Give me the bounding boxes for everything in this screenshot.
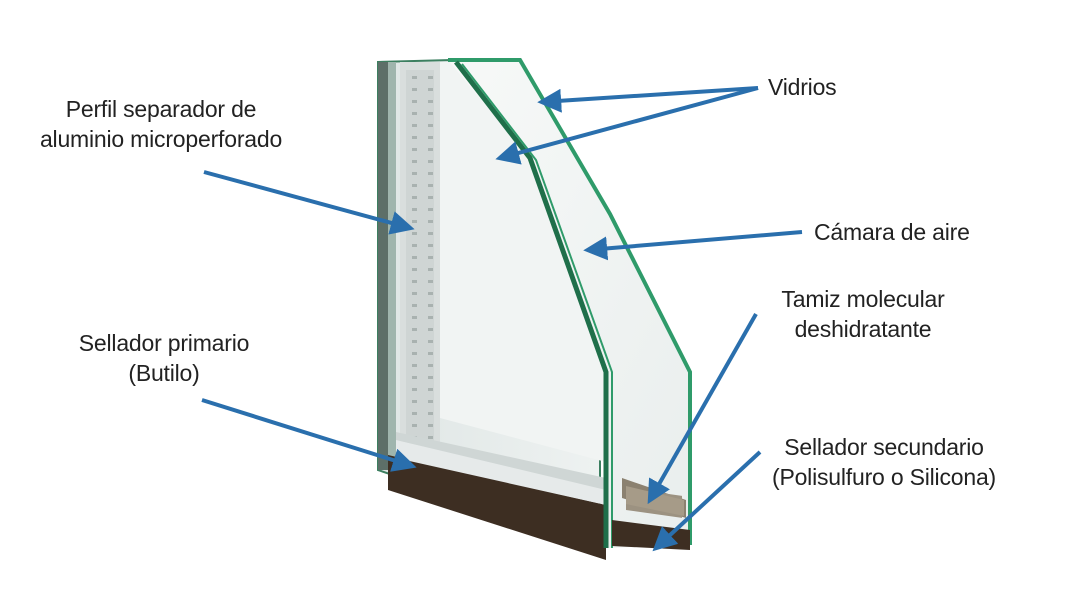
label-sellador-primario: Sellador primario (Butilo)	[78, 330, 250, 386]
perforation-hole	[412, 196, 417, 199]
perforation-hole	[428, 220, 433, 223]
perforation-hole	[412, 172, 417, 175]
label-camara-de-aire: Cámara de aire	[814, 219, 970, 245]
perforation-hole	[428, 184, 433, 187]
perforation-hole	[412, 160, 417, 163]
perforation-hole	[412, 424, 417, 427]
label-perfil-separador: Perfil separador de aluminio microperfor…	[39, 96, 283, 152]
perforation-hole	[412, 352, 417, 355]
perforation-hole	[428, 400, 433, 403]
perforation-hole	[412, 208, 417, 211]
perforation-hole	[412, 328, 417, 331]
perforation-hole	[428, 148, 433, 151]
perforation-hole	[412, 136, 417, 139]
perforation-hole	[428, 244, 433, 247]
arrow-sellador-secundario	[652, 450, 762, 552]
arrow-tamiz	[647, 313, 758, 505]
perforation-hole	[412, 184, 417, 187]
arrow-sellador-primario	[201, 398, 417, 472]
perforation-hole	[412, 400, 417, 403]
arrow-perfil	[203, 170, 415, 235]
perforation-hole	[428, 256, 433, 259]
perforation-hole	[428, 424, 433, 427]
perforation-hole	[412, 220, 417, 223]
perforation-hole	[428, 136, 433, 139]
perforation-hole	[428, 304, 433, 307]
perforation-hole	[412, 148, 417, 151]
perforation-hole	[412, 244, 417, 247]
perforation-hole	[428, 208, 433, 211]
perforation-hole	[428, 100, 433, 103]
perforation-hole	[412, 256, 417, 259]
perforation-hole	[428, 232, 433, 235]
perforation-hole	[428, 316, 433, 319]
bottom-frame	[388, 432, 606, 560]
arrow-vidrios-1	[537, 86, 759, 113]
perforation-hole	[412, 232, 417, 235]
air-chamber-surface	[440, 62, 606, 462]
perforation-hole	[428, 376, 433, 379]
perforation-hole	[412, 376, 417, 379]
perforation-hole	[428, 328, 433, 331]
perforation-hole	[412, 340, 417, 343]
perforation-hole	[412, 76, 417, 79]
perforation-hole	[428, 160, 433, 163]
arrow-camara	[583, 230, 803, 261]
perforation-hole	[428, 292, 433, 295]
callout-arrows	[201, 86, 803, 552]
perforation-hole	[412, 280, 417, 283]
perforation-hole	[412, 388, 417, 391]
perforation-hole	[428, 436, 433, 439]
perforation-hole	[428, 112, 433, 115]
label-tamiz-molecular: Tamiz molecular deshidratante	[781, 286, 945, 342]
perforation-hole	[428, 268, 433, 271]
perforation-hole	[428, 280, 433, 283]
perforation-hole	[428, 124, 433, 127]
arrow-vidrios-2	[495, 86, 759, 165]
perforation-hole	[412, 412, 417, 415]
perforation-hole	[412, 292, 417, 295]
perforation-hole	[412, 304, 417, 307]
perforation-hole	[428, 76, 433, 79]
perforation-hole	[428, 352, 433, 355]
perforation-hole	[412, 364, 417, 367]
label-vidrios: Vidrios	[768, 74, 837, 100]
perforation-hole	[412, 316, 417, 319]
perforation-hole	[428, 364, 433, 367]
perforation-hole	[428, 196, 433, 199]
perforation-hole	[412, 268, 417, 271]
perforation-hole	[428, 412, 433, 415]
label-sellador-secundario: Sellador secundario (Polisulfuro o Silic…	[771, 434, 997, 490]
perforation-hole	[412, 100, 417, 103]
perforation-hole	[428, 88, 433, 91]
perforation-hole	[412, 88, 417, 91]
perforation-hole	[412, 112, 417, 115]
spacer-profile	[400, 62, 440, 454]
perforation-hole	[428, 172, 433, 175]
perforation-hole	[412, 124, 417, 127]
perforation-hole	[428, 388, 433, 391]
perforation-hole	[428, 340, 433, 343]
